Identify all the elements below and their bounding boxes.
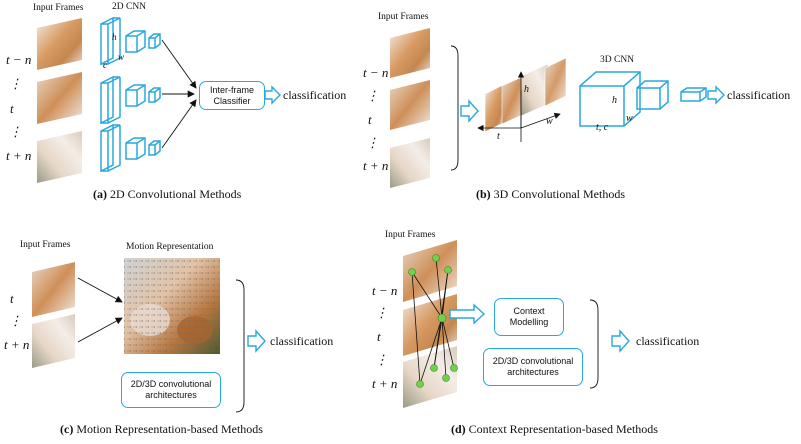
input-frames-label: Input Frames — [33, 3, 84, 13]
classifier-line-2: Classifier — [213, 95, 251, 106]
classifier-line-1: Inter-frame — [209, 84, 254, 95]
context-line-2: Modelling — [509, 317, 549, 327]
frame-label: ⋮ — [9, 76, 22, 91]
input-frames-label: Input Frames — [385, 230, 436, 240]
caption-text: 3D Convolutional Methods — [493, 187, 626, 201]
arch-line-1: 2D/3D convolutional — [492, 356, 574, 366]
panel-a-cnn-blocks — [100, 16, 161, 173]
dim-h-label: h — [112, 32, 117, 42]
frame-image — [37, 18, 82, 70]
cube-tc-label: t, c — [596, 122, 609, 133]
caption-a: (a) 2D Convolutional Methods — [93, 187, 241, 202]
arrow-icon — [460, 99, 479, 123]
panel-d-brace — [589, 299, 599, 389]
frame-image — [37, 131, 82, 183]
frame-label: t — [10, 291, 14, 306]
cnn-label: 3D CNN — [600, 55, 635, 65]
arrow-to-classification-icon — [611, 329, 630, 353]
panel-c-brace — [235, 279, 245, 413]
context-line-1: Context — [513, 306, 545, 316]
cube-h-label: h — [612, 95, 617, 106]
panel-d-frames — [403, 240, 457, 408]
frame-label: ⋮ — [366, 135, 379, 150]
input-frames-label: Input Frames — [20, 240, 71, 250]
frame-label: ⋮ — [375, 305, 388, 320]
classification-label: classification — [270, 334, 334, 348]
frame-image — [390, 138, 430, 188]
frame-label: t + n — [372, 376, 398, 391]
frame-label: t + n — [4, 337, 30, 352]
classification-label: classification — [283, 88, 347, 102]
cube-w-label: w — [626, 113, 633, 124]
caption-text: Context Representation-based Methods — [468, 422, 658, 436]
motion-representation-label: Motion Representation — [126, 242, 214, 252]
stack-t-label: t — [497, 131, 500, 142]
frame-image — [403, 346, 457, 408]
caption-c: (c) Motion Representation-based Methods — [60, 422, 263, 437]
arrow-to-classification-icon — [247, 329, 266, 353]
panel-a-frames — [37, 18, 82, 183]
panel-b-cnn-blocks — [579, 71, 707, 127]
frame-image — [32, 262, 75, 317]
frame-label: t − n — [6, 52, 32, 67]
panel-b-frames — [390, 28, 430, 188]
frame-label: ⋮ — [375, 352, 388, 367]
arch-line-1: 2D/3D convolutional — [130, 379, 212, 389]
classification-label: classification — [636, 334, 700, 348]
arch-line-2: architectures — [145, 390, 197, 400]
cnn-label: 2D CNN — [112, 2, 147, 12]
dim-c-label: c — [103, 60, 107, 70]
stack-h-label: h — [524, 84, 529, 95]
panel-b-brace — [450, 45, 459, 171]
frame-label: ⋮ — [366, 88, 379, 103]
arrow-to-classification-icon — [707, 85, 725, 105]
arch-line-2: architectures — [507, 367, 559, 377]
frame-image — [37, 72, 82, 124]
frame-label: t − n — [372, 283, 398, 298]
frame-image — [32, 314, 75, 368]
frame-label: t − n — [363, 65, 389, 80]
caption-prefix: (d) — [451, 422, 466, 436]
caption-b: (b) 3D Convolutional Methods — [476, 187, 625, 202]
panel-b-axes — [477, 71, 561, 142]
arrow-icon — [449, 303, 486, 325]
caption-text: Motion Representation-based Methods — [76, 422, 263, 436]
caption-prefix: (a) — [93, 187, 107, 201]
frame-image — [390, 80, 430, 130]
frame-label: t — [368, 112, 372, 127]
caption-d: (d) Context Representation-based Methods — [451, 422, 658, 437]
caption-prefix: (c) — [60, 422, 74, 436]
frame-label: t — [377, 329, 381, 344]
frame-image — [403, 240, 457, 302]
frame-label: t + n — [363, 158, 389, 173]
caption-prefix: (b) — [476, 187, 491, 201]
panel-b-stacked-frames — [484, 57, 567, 133]
context-graph-nodes — [408, 254, 458, 388]
frame-label: t — [10, 101, 14, 116]
frame-label: ⋮ — [9, 124, 22, 139]
arrow-to-classification-icon — [264, 85, 281, 105]
caption-text: 2D Convolutional Methods — [110, 187, 242, 201]
panel-c-frames — [32, 262, 75, 368]
panel-c-connector-arrows — [77, 277, 123, 343]
panel-a-connector-arrows — [161, 39, 197, 149]
frame-label: ⋮ — [9, 313, 22, 328]
frame-label: t + n — [6, 148, 32, 163]
classification-label: classification — [727, 88, 791, 102]
dim-w-label: w — [118, 52, 125, 62]
frame-image — [390, 28, 430, 78]
stack-w-label: w — [546, 116, 553, 127]
motion-representation-image — [124, 258, 220, 354]
input-frames-label: Input Frames — [378, 12, 429, 22]
